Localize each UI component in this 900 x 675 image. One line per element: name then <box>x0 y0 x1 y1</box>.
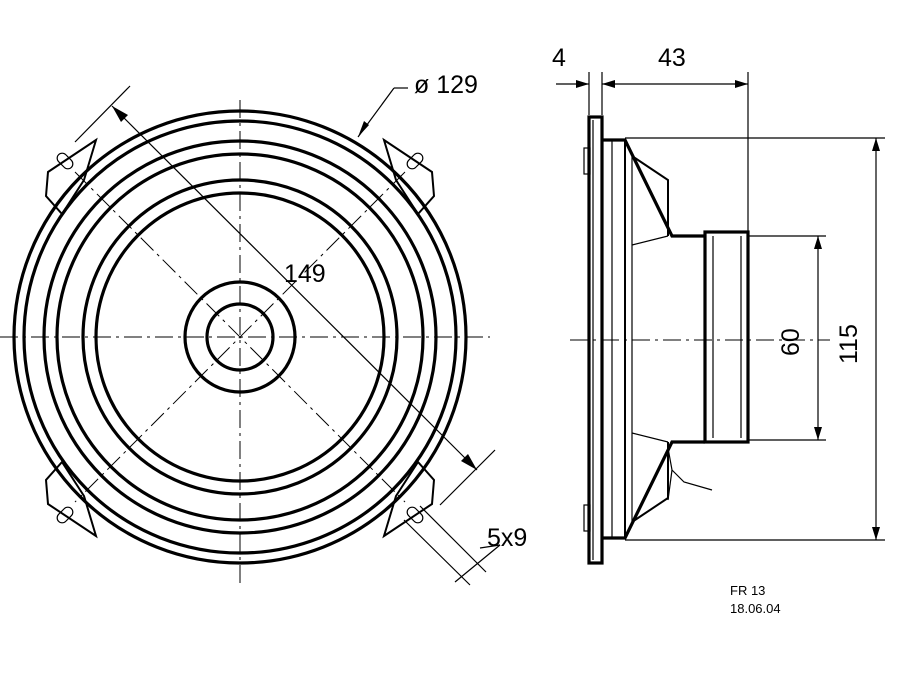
dimension-60 <box>748 235 826 441</box>
title-block: FR 13 18.06.04 <box>730 583 781 616</box>
dimension-4 <box>556 72 603 115</box>
dimension-43 <box>602 72 749 232</box>
magnet <box>703 230 750 444</box>
front-centerlines <box>0 100 490 585</box>
dimension-diameter-leader <box>357 87 408 138</box>
dimension-slot <box>403 505 501 586</box>
overall-height-label: 115 <box>835 324 863 364</box>
date-label: 18.06.04 <box>730 601 781 616</box>
model-label: FR 13 <box>730 583 765 598</box>
basket-frame <box>602 138 705 540</box>
terminal <box>667 447 713 501</box>
diameter-label: ø 129 <box>414 71 478 99</box>
side-view: 4 43 60 115 <box>552 44 885 565</box>
dimension-115 <box>625 137 885 541</box>
dimension-149 <box>74 85 496 506</box>
magnet-diameter-label: 60 <box>777 328 805 356</box>
flange-dimension-label: 149 <box>284 260 326 288</box>
slot-dimension-label: 5x9 <box>487 524 527 552</box>
flange-thickness-label: 4 <box>552 44 566 72</box>
mounting-slots <box>56 152 424 524</box>
front-view: ø 129 149 5x9 <box>0 71 527 586</box>
depth-label: 43 <box>658 44 686 72</box>
